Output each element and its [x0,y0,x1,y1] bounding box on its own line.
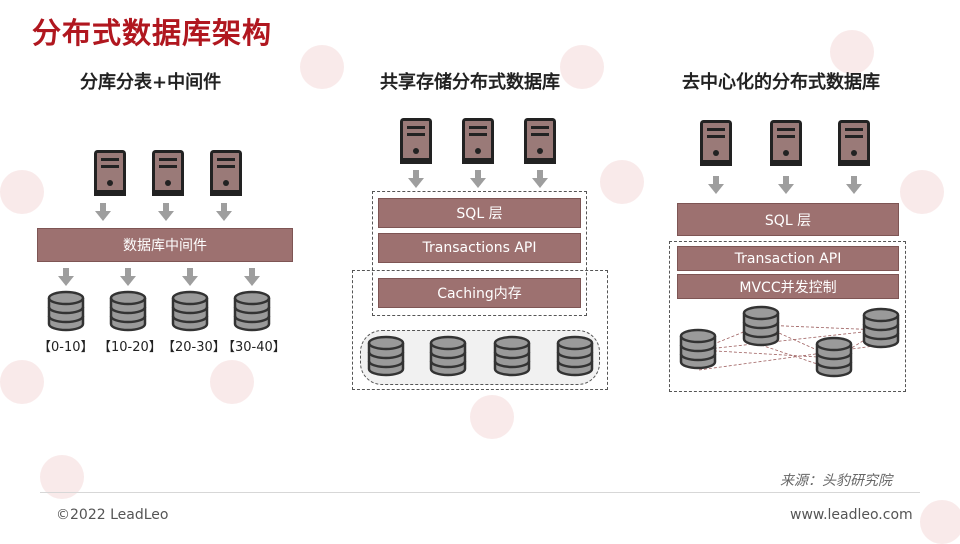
watermark-logo [600,160,644,204]
arrow-down-icon [408,170,424,188]
distributed-node-frame [669,241,906,392]
section-title-sharding: 分库分表+中间件 [80,72,222,93]
watermark-logo [830,30,874,74]
server-icon [152,150,184,196]
footer-website[interactable]: www.leadleo.com [790,507,913,523]
watermark-logo [920,500,960,544]
watermark-logo [210,360,254,404]
database-icon [108,290,148,334]
arrow-down-icon [58,268,74,286]
watermark-logo [0,360,44,404]
watermark-logo [40,455,84,499]
arrow-down-icon [182,268,198,286]
source-note: 来源：头豹研究院 [780,473,892,489]
database-icon [492,335,532,379]
shard-range-label: 【20-30】 [162,340,226,355]
server-icon [94,150,126,196]
database-icon [366,335,406,379]
watermark-logo [300,45,344,89]
watermark-logo [560,45,604,89]
footer-copyright: ©2022 LeadLeo [56,507,169,523]
section-title-decentralized: 去中心化的分布式数据库 [682,72,880,93]
arrow-down-icon [778,176,794,194]
storage-node-frame [352,270,608,390]
database-icon [741,305,781,349]
arrow-down-icon [846,176,862,194]
arrow-down-icon [158,203,174,221]
transaction-api-box: Transaction API [677,246,899,271]
arrow-down-icon [532,170,548,188]
shard-range-label: 【30-40】 [222,340,286,355]
database-icon [678,328,718,372]
shard-range-label: 【0-10】 [38,340,94,355]
server-icon [400,118,432,164]
database-icon [555,335,595,379]
arrow-down-icon [470,170,486,188]
server-icon [524,118,556,164]
section-title-shared-storage: 共享存储分布式数据库 [380,72,560,93]
mvcc-box: MVCC并发控制 [677,274,899,299]
database-icon [46,290,86,334]
page-title: 分布式数据库架构 [32,16,273,50]
compute-node-frame [372,191,587,316]
arrow-down-icon [120,268,136,286]
caching-memory-box: Caching内存 [378,278,581,308]
watermark-logo [0,170,44,214]
server-icon [770,120,802,166]
arrow-down-icon [708,176,724,194]
sql-layer-box: SQL 层 [378,198,581,228]
server-icon [210,150,242,196]
transactions-api-box: Transactions API [378,233,581,263]
database-icon [232,290,272,334]
arrow-down-icon [244,268,260,286]
sql-layer-box: SQL 层 [677,203,899,236]
database-icon [428,335,468,379]
middleware-box: 数据库中间件 [37,228,293,262]
server-icon [838,120,870,166]
footer-divider [40,492,920,493]
shard-range-label: 【10-20】 [98,340,162,355]
arrow-down-icon [95,203,111,221]
watermark-logo [900,170,944,214]
database-icon [861,307,901,351]
database-icon [814,336,854,380]
arrow-down-icon [216,203,232,221]
watermark-logo [470,395,514,439]
server-icon [462,118,494,164]
server-icon [700,120,732,166]
database-icon [170,290,210,334]
